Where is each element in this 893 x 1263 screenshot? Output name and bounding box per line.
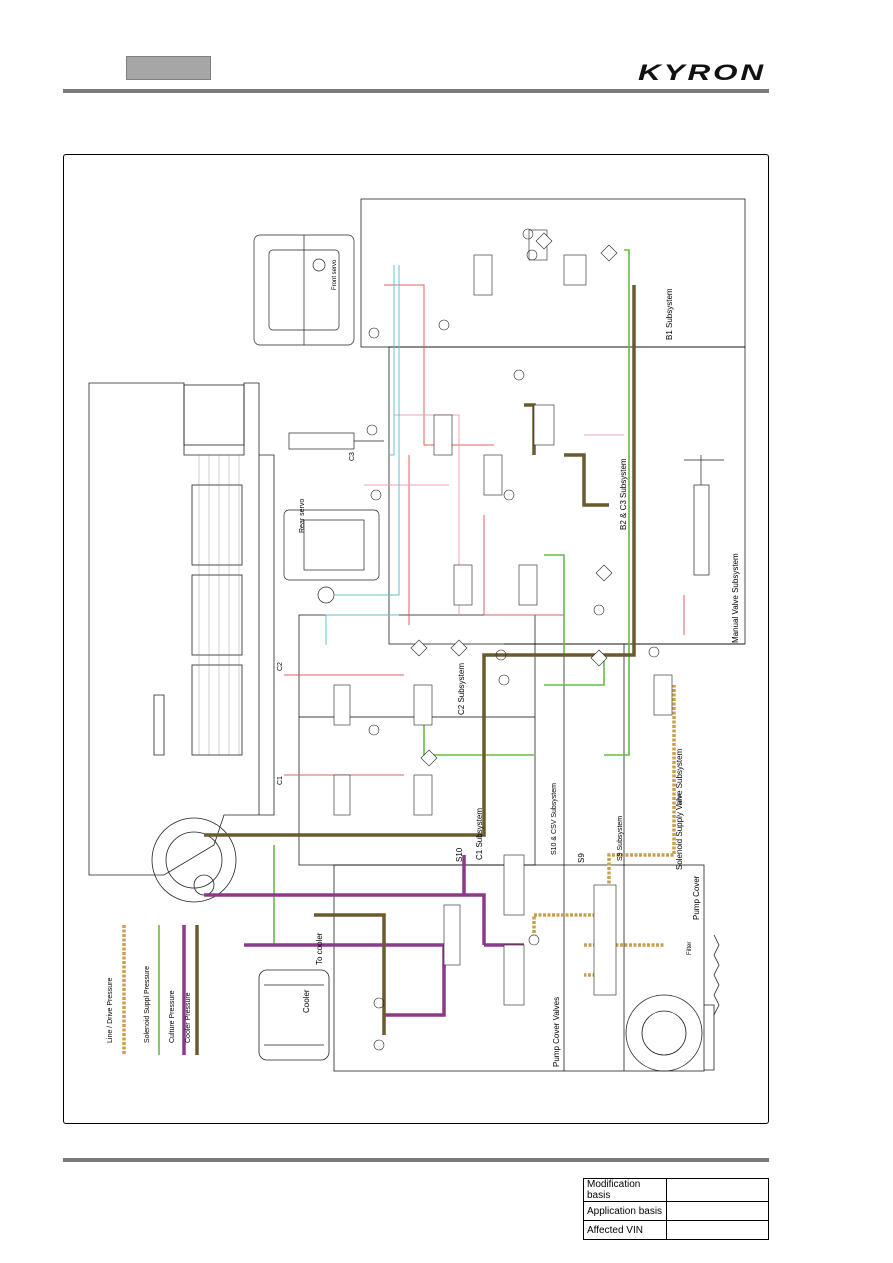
table-row: Affected VIN	[583, 1220, 769, 1240]
application-basis-value	[666, 1201, 769, 1221]
label-front-servo: Front servo	[332, 259, 338, 290]
modification-basis-label: Modification basis	[583, 1178, 667, 1202]
subsystem-label-s9: S9 Subsystem	[617, 816, 624, 861]
culture-pressure-lines	[204, 855, 524, 1017]
label-cooler: Cooler	[302, 989, 311, 1013]
legend: Line / Drive Pressure Solenoid Suppl Pre…	[107, 925, 199, 1055]
hydraulic-circuit-diagram: B1 Subsystem B2 & C3 Subsystem Manual Va…	[88, 198, 746, 1072]
solenoid-supply-lines	[273, 249, 630, 945]
subsystem-label-c2: C2 Subsystem	[457, 663, 466, 715]
label-s9: S9	[577, 853, 586, 863]
label-line: Line	[677, 793, 683, 805]
legend-cooler: Cooler Pressure	[185, 992, 192, 1043]
legend-solenoid-supply: Solenoid Suppl Pressure	[144, 966, 151, 1043]
section-tab	[126, 56, 211, 80]
subsystem-label-manual-valve: Manual Valve Subsystem	[731, 553, 740, 643]
hydraulic-diagram-frame: B1 Subsystem B2 & C3 Subsystem Manual Va…	[63, 154, 769, 1124]
modification-basis-value	[666, 1178, 769, 1202]
cooler-pressure-lines	[204, 285, 636, 1035]
subsystem-label-c1: C1 Subsystem	[475, 808, 484, 860]
affected-vin-value	[666, 1220, 769, 1240]
cyan-pressure-lines	[325, 265, 400, 645]
pump-drawing	[625, 934, 720, 1072]
subsystem-label-s10-csv: S10 & CSV Subsystem	[551, 783, 558, 855]
modification-info-table: Modification basis Application basis Aff…	[583, 1178, 769, 1240]
b2-c3-subsystem-box	[388, 346, 746, 645]
label-to-cooler: To cooler	[315, 932, 324, 965]
table-row: Modification basis	[583, 1178, 769, 1202]
valve-symbols	[333, 229, 673, 1006]
affected-vin-label: Affected VIN	[583, 1220, 667, 1240]
label-c2: C2	[277, 662, 284, 671]
gauge-circles	[366, 228, 660, 1051]
subsystem-label-pump-cover-valves: Pump Cover Valves	[552, 997, 561, 1067]
subsystem-label-b2-c3: B2 & C3 Subsystem	[619, 458, 628, 530]
manual-valve-drawing	[684, 455, 724, 576]
front-servo-drawing	[253, 234, 355, 346]
label-rear-servo: Rear servo	[299, 499, 306, 533]
label-s10: S10	[455, 847, 464, 862]
svg-text:KYRON: KYRON	[638, 60, 766, 85]
subsystem-label-solenoid-supply: Solenoid Supply Valve Subsystem	[675, 748, 684, 870]
legend-culture: Culture Pressure	[169, 990, 176, 1043]
cooler-drawing	[258, 969, 330, 1061]
kyron-logo: KYRON	[638, 60, 766, 85]
rear-servo-drawing	[283, 509, 380, 604]
subsystem-label-b1: B1 Subsystem	[665, 288, 674, 340]
application-basis-label: Application basis	[583, 1201, 667, 1221]
pink-pressure-lines	[364, 414, 624, 615]
b1-subsystem-box	[360, 198, 746, 348]
label-filter: Filter	[687, 942, 693, 955]
label-c3: C3	[349, 452, 356, 461]
label-c1: C1	[277, 776, 284, 785]
legend-line-drive: Line / Drive Pressure	[107, 978, 114, 1043]
footer-rule	[63, 1158, 769, 1162]
header-rule	[63, 89, 769, 93]
subsystem-label-pump-cover: Pump Cover	[692, 875, 701, 920]
table-row: Application basis	[583, 1201, 769, 1221]
